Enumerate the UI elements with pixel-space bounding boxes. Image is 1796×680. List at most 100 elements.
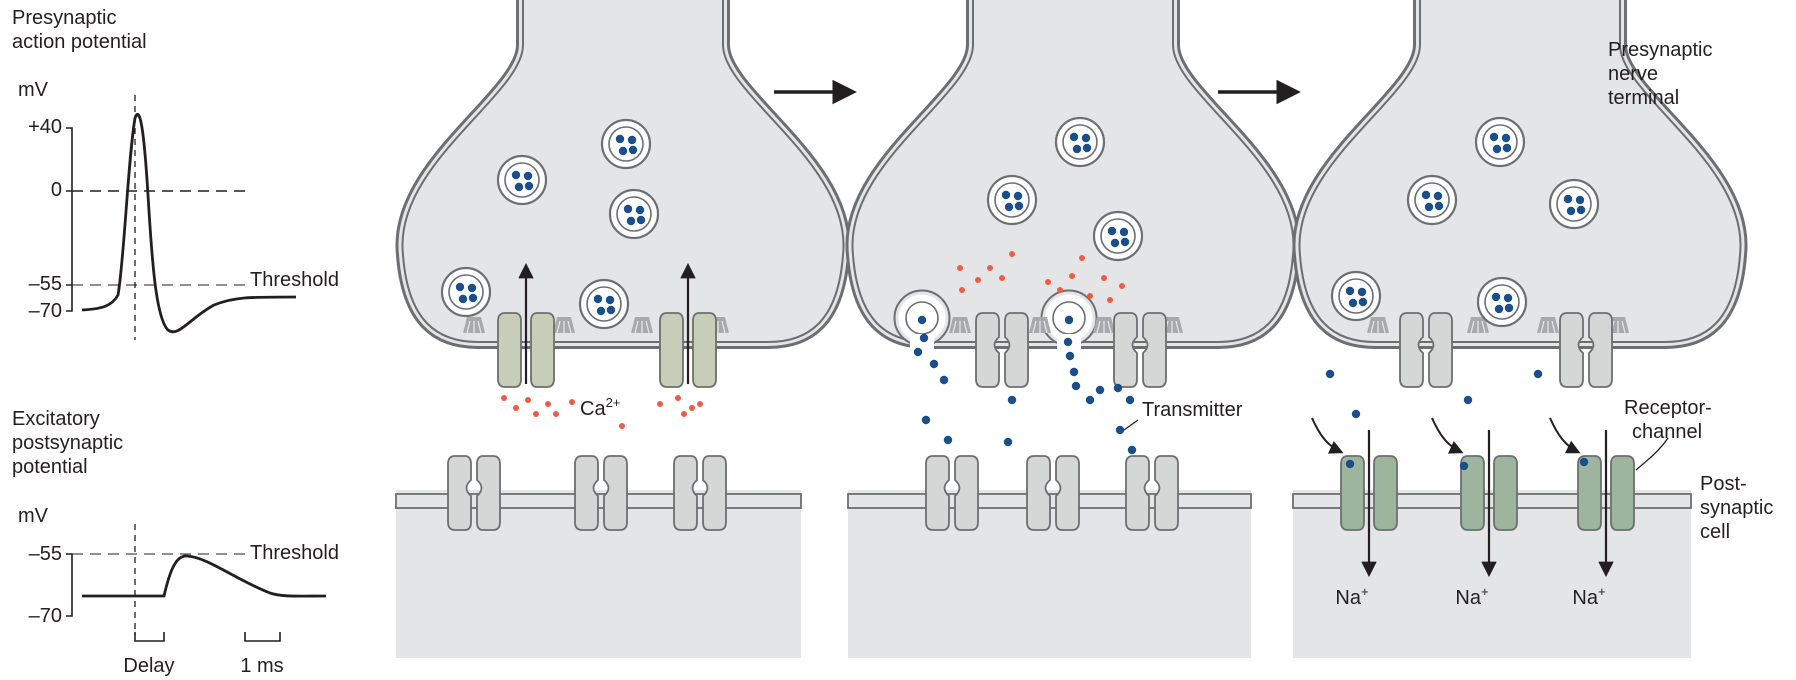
transmitter-molecule — [605, 295, 615, 305]
transmitter-molecule — [596, 306, 606, 316]
transmitter-molecule — [1348, 298, 1358, 308]
transmitter-molecule — [1004, 202, 1014, 212]
transmitter-molecule — [1081, 133, 1091, 143]
transmitter-molecule — [1459, 461, 1469, 471]
ap-tick-label: –55 — [29, 273, 62, 295]
transmitter-molecule — [458, 294, 468, 304]
transmitter-molecule — [919, 333, 929, 343]
calcium-ion — [987, 265, 993, 271]
delay-label: Delay — [123, 655, 174, 677]
transmitter-molecule — [1001, 190, 1011, 200]
transmitter-molecules — [455, 132, 1589, 471]
panel-transmitter-release: Transmitter — [848, 0, 1301, 658]
calcium-ion — [697, 401, 703, 407]
transmitter-molecule — [1085, 395, 1095, 405]
transmitter-molecule — [593, 294, 603, 304]
sodium-label: Na+ — [1455, 584, 1488, 609]
transmitter-molecule — [1433, 191, 1443, 201]
transmitter-molecule — [636, 215, 646, 225]
calcium-ion — [1079, 255, 1085, 261]
calcium-ion — [689, 405, 695, 411]
transmitter-molecule — [1489, 132, 1499, 142]
postsynaptic-cell-label: synaptic — [1700, 497, 1773, 519]
transmitter-molecule — [1110, 238, 1120, 248]
transmitter-molecule — [1065, 351, 1075, 361]
epsp-tick-label: –70 — [29, 605, 62, 627]
calcium-ion — [1101, 275, 1107, 281]
transmitter-molecule — [913, 347, 923, 357]
transmitter-molecule — [1503, 293, 1513, 303]
transmitter-molecule — [606, 305, 616, 315]
calcium-ion — [1119, 283, 1125, 289]
calcium-ion — [569, 399, 575, 405]
calcium-ion — [501, 395, 507, 401]
transmitter-molecule — [1434, 201, 1444, 211]
binding-arrow — [1431, 417, 1464, 454]
calcium-ion — [959, 287, 965, 293]
transmitter-molecule — [523, 171, 533, 181]
transmitter-molecule — [1424, 202, 1434, 212]
transmitter-molecule — [623, 204, 633, 214]
transmitter-molecule — [1358, 297, 1368, 307]
transmitter-molecule — [1492, 144, 1502, 154]
ap-tick-label: +40 — [28, 116, 62, 138]
transmitter-molecule — [1064, 315, 1074, 325]
calcium-ions — [501, 251, 1125, 429]
action-potential-graph: Presynaptic action potential mV +40 0 –5… — [12, 7, 339, 340]
calcium-ion — [513, 405, 519, 411]
transmitter-molecule — [1120, 237, 1130, 247]
ap-tick-label: –70 — [29, 300, 62, 322]
synaptic-vesicle — [1406, 174, 1458, 226]
synaptic-vesicle — [1092, 210, 1144, 262]
transmitter-molecule — [1345, 286, 1355, 296]
transmitter-molecule — [1575, 195, 1585, 205]
synaptic-vesicle — [1548, 178, 1600, 230]
synaptic-vesicle — [1476, 276, 1528, 328]
ap-title-line1: Presynaptic — [12, 7, 117, 29]
transmitter-molecule — [1071, 381, 1081, 391]
ap-tick-label: 0 — [51, 179, 62, 201]
ap-threshold-label: Threshold — [250, 269, 339, 291]
epsp-title-line1: Excitatory — [12, 408, 100, 430]
calcium-ion — [999, 275, 1005, 281]
transmitter-molecule — [635, 205, 645, 215]
delay-bracket — [134, 632, 165, 642]
transmitter-molecule — [1119, 227, 1129, 237]
transmitter-molecule — [455, 282, 465, 292]
transmitter-molecule — [939, 375, 949, 385]
synaptic-vesicle — [1054, 116, 1106, 168]
calcium-ion — [1045, 279, 1051, 285]
transmitter-molecule — [1095, 385, 1105, 395]
binding-arrow — [1311, 417, 1344, 454]
calcium-ion — [681, 411, 687, 417]
ap-title-line2: action potential — [12, 31, 147, 53]
synaptic-vesicle — [1330, 270, 1382, 322]
transmitter-molecule — [1563, 194, 1573, 204]
sodium-label: Na+ — [1335, 584, 1368, 609]
transmitter-molecule — [943, 435, 953, 445]
transmitter-molecule — [1014, 201, 1024, 211]
transmitter-molecule — [1115, 425, 1125, 435]
transmitter-molecule — [1069, 367, 1079, 377]
transmitter-molecule — [618, 146, 628, 156]
transmitter-molecule — [1013, 191, 1023, 201]
transmitter-molecule — [1579, 457, 1589, 467]
transmitter-molecule — [1082, 143, 1092, 153]
postsynaptic-cell-label: cell — [1700, 521, 1730, 543]
synaptic-vesicle — [608, 188, 660, 240]
calcium-ion — [553, 411, 559, 417]
transmitter-molecule — [628, 145, 638, 155]
transmitter-molecule — [468, 293, 478, 303]
transmitter-molecule — [511, 170, 521, 180]
calcium-ion — [1069, 273, 1075, 279]
transmitter-molecule — [1494, 304, 1504, 314]
synaptic-vesicle — [496, 154, 548, 206]
panel-calcium-influx: Ca2+ — [395, 0, 857, 658]
presynaptic-terminal-label: Presynaptic — [1608, 39, 1713, 61]
binding-arrow — [1549, 417, 1581, 454]
transmitter-molecule — [1113, 383, 1123, 393]
calcium-ion — [545, 401, 551, 407]
epsp-threshold-label: Threshold — [250, 542, 339, 564]
action-potential-trace — [81, 112, 297, 334]
calcium-ion — [1009, 251, 1015, 257]
